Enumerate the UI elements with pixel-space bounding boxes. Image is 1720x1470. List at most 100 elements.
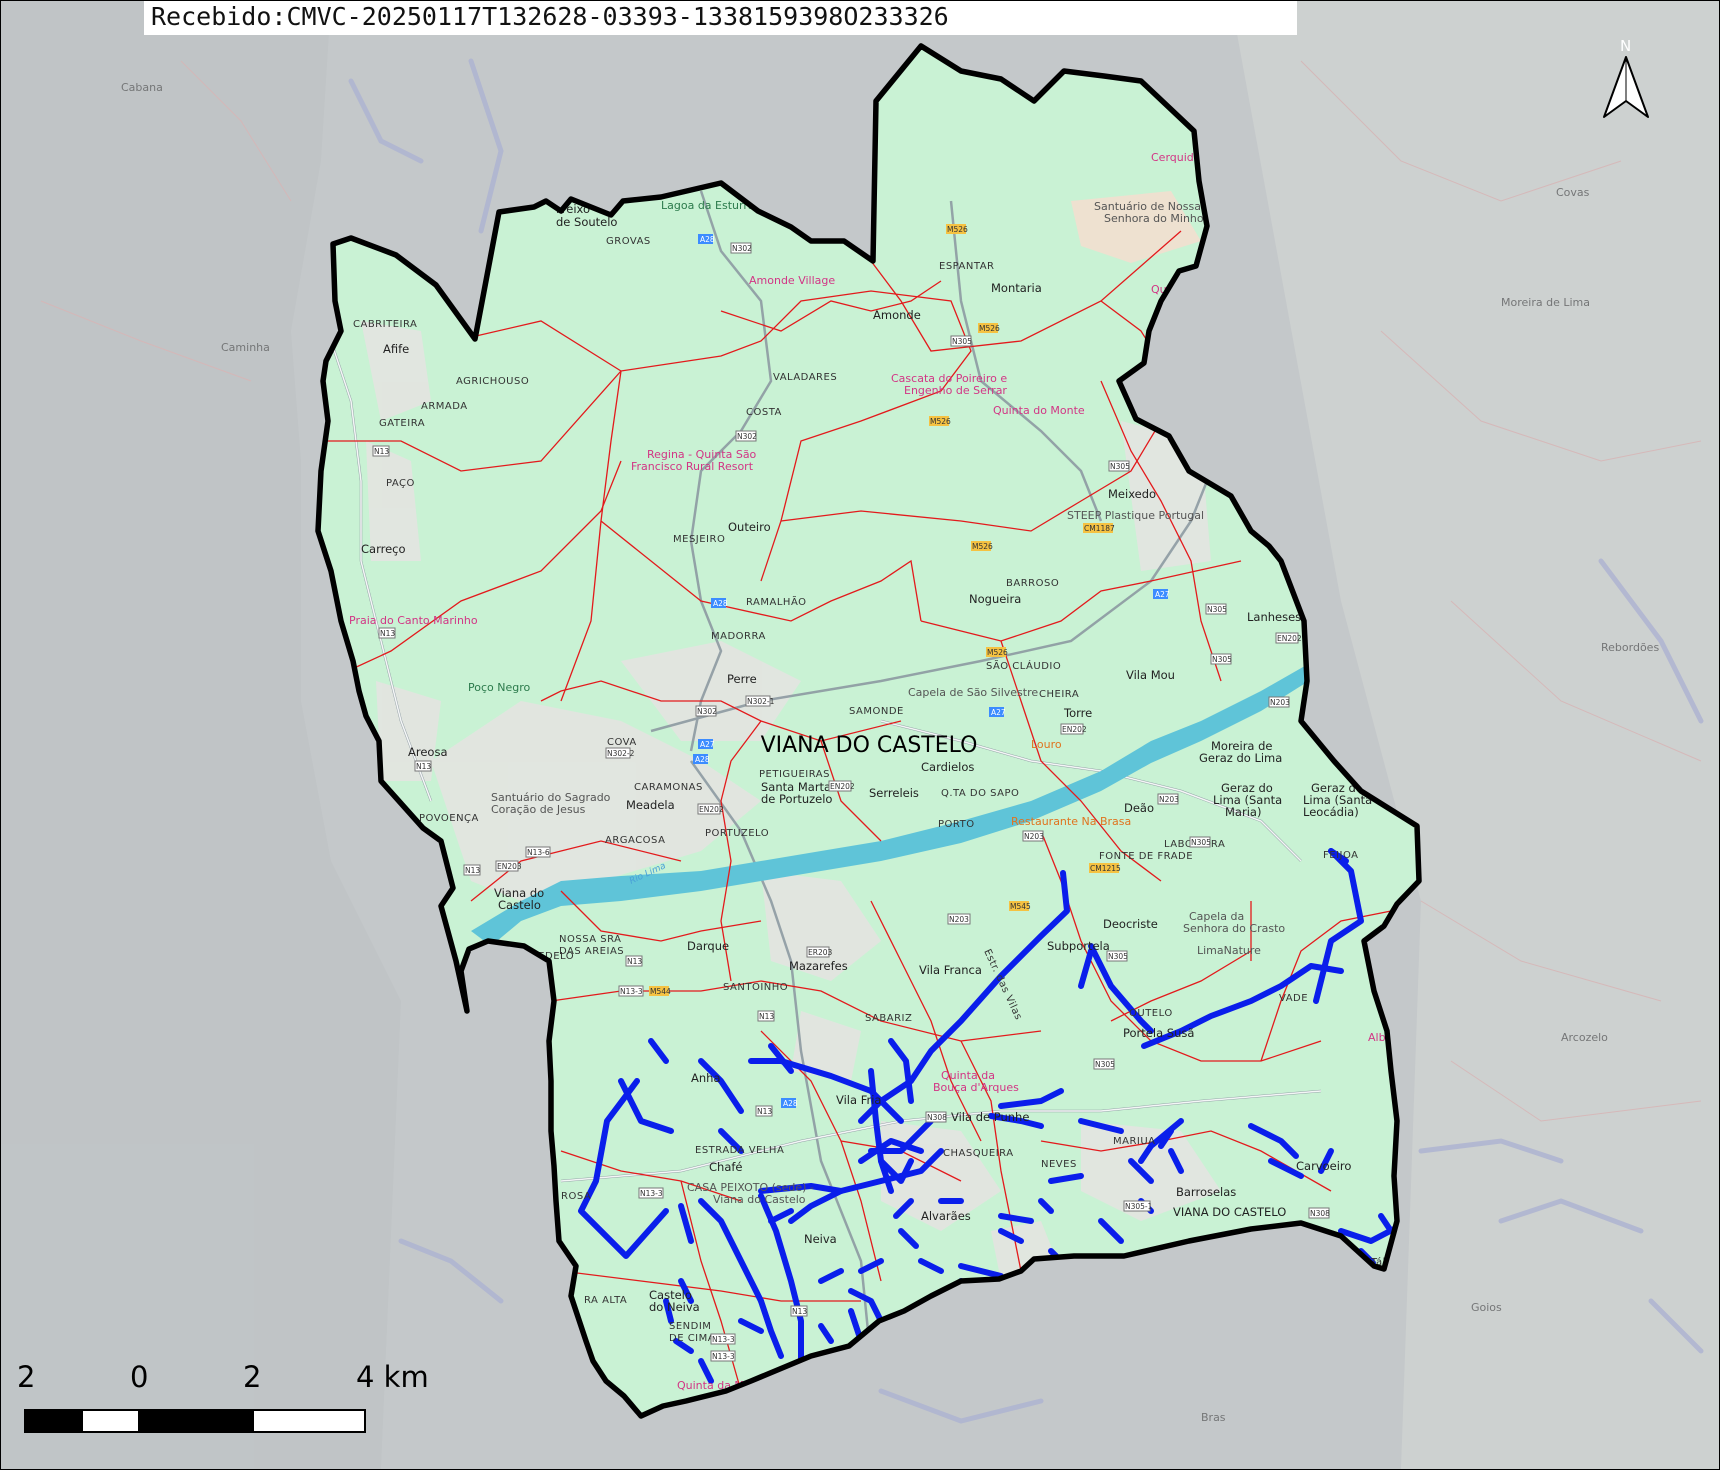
svg-text:DE CIMA: DE CIMA (669, 1333, 715, 1344)
svg-text:Bras: Bras (1201, 1411, 1226, 1424)
svg-text:Geraz do: Geraz do (1311, 781, 1363, 795)
svg-text:N13: N13 (416, 762, 431, 771)
svg-text:N13: N13 (627, 957, 642, 966)
map-labels: Freixo de Soutelo Lagoa da Esturranha GR… (349, 151, 1402, 1392)
svg-text:Rebordões: Rebordões (1601, 641, 1659, 654)
svg-text:Restaurante Na Brasa: Restaurante Na Brasa (1011, 815, 1131, 828)
svg-text:SANTOINHO: SANTOINHO (723, 982, 788, 993)
svg-text:Santa Marta: Santa Marta (761, 780, 831, 794)
svg-text:ESPANTAR: ESPANTAR (939, 261, 995, 272)
svg-text:ER203: ER203 (808, 948, 832, 957)
svg-text:AGRICHOUSO: AGRICHOUSO (456, 376, 529, 387)
svg-text:N13: N13 (792, 1307, 807, 1316)
scale-bar: 2 0 2 4 km (17, 1360, 429, 1433)
svg-text:N13-3: N13-3 (712, 1335, 735, 1344)
svg-text:Neiva: Neiva (804, 1232, 837, 1246)
svg-text:EN202: EN202 (699, 805, 724, 814)
svg-text:Alber: Alber (1368, 1031, 1397, 1044)
svg-text:Cardielos: Cardielos (921, 760, 974, 774)
svg-text:N302: N302 (697, 707, 717, 716)
svg-text:Viana do: Viana do (494, 886, 544, 900)
svg-text:M526: M526 (987, 648, 1008, 657)
svg-text:RAMALHÃO: RAMALHÃO (746, 595, 806, 608)
svg-text:M544: M544 (650, 987, 671, 996)
svg-text:do Neiva: do Neiva (649, 1300, 700, 1314)
svg-text:COVA: COVA (607, 737, 637, 748)
scale-label-left: 2 (17, 1360, 35, 1394)
svg-text:Deão: Deão (1124, 801, 1154, 815)
svg-text:Lanheses: Lanheses (1247, 610, 1301, 624)
svg-text:GATEIRA: GATEIRA (379, 418, 425, 429)
svg-text:VALADARES: VALADARES (773, 372, 837, 383)
svg-text:Montaria: Montaria (991, 281, 1042, 295)
svg-text:Covas: Covas (1556, 186, 1590, 199)
svg-text:A28: A28 (713, 599, 728, 608)
svg-text:FEIJOA: FEIJOA (1323, 850, 1359, 861)
blue-network[interactable] (578, 848, 1397, 1394)
svg-text:A27: A27 (1155, 590, 1170, 599)
svg-text:Bouça d'Arques: Bouça d'Arques (933, 1081, 1019, 1094)
svg-text:COSTA: COSTA (746, 407, 782, 418)
svg-text:Geraz do: Geraz do (1221, 781, 1273, 795)
svg-text:N305: N305 (1212, 655, 1232, 664)
svg-text:N302-2: N302-2 (607, 749, 635, 758)
svg-text:Vila Fria: Vila Fria (836, 1093, 881, 1107)
svg-text:CARAMONAS: CARAMONAS (634, 782, 703, 793)
svg-text:Portela Susã: Portela Susã (1123, 1026, 1194, 1040)
svg-text:Geraz do Lima: Geraz do Lima (1199, 751, 1282, 765)
svg-text:SABARIZ: SABARIZ (865, 1013, 912, 1024)
svg-text:Arcozelo: Arcozelo (1561, 1031, 1608, 1044)
svg-text:A28: A28 (783, 1099, 798, 1108)
svg-text:N305: N305 (1207, 605, 1227, 614)
svg-text:N13: N13 (757, 1107, 772, 1116)
svg-text:N302: N302 (737, 432, 757, 441)
svg-text:Francisco Rural Resort: Francisco Rural Resort (631, 460, 754, 473)
svg-text:Poço Negro: Poço Negro (468, 681, 531, 694)
svg-text:N302-1: N302-1 (747, 697, 775, 706)
svg-text:Caminha: Caminha (221, 341, 270, 354)
svg-text:Vila Mou: Vila Mou (1126, 668, 1175, 682)
svg-text:Cerquido: Cerquido (1151, 151, 1201, 164)
svg-text:BARROSO: BARROSO (1006, 578, 1059, 589)
svg-text:Torre: Torre (1063, 706, 1092, 720)
parish-boundaries (321, 230, 1392, 1392)
svg-text:N203: N203 (1024, 832, 1044, 841)
svg-text:Quinta do Monte: Quinta do Monte (993, 404, 1085, 417)
svg-text:SAMONDE: SAMONDE (849, 706, 904, 717)
svg-text:Senhora do Crasto: Senhora do Crasto (1183, 922, 1285, 935)
svg-text:N203: N203 (1159, 795, 1179, 804)
svg-text:CASA PEIXOTO (sede) -: CASA PEIXOTO (sede) - (687, 1181, 814, 1194)
svg-text:N13: N13 (374, 447, 389, 456)
svg-text:A28: A28 (700, 235, 715, 244)
svg-text:Cabana: Cabana (121, 81, 163, 94)
svg-text:Barroselas: Barroselas (1176, 1185, 1236, 1199)
svg-text:Vila Franca: Vila Franca (919, 963, 982, 977)
svg-text:OUTELO: OUTELO (1129, 1008, 1173, 1019)
svg-text:CM1187: CM1187 (1084, 524, 1115, 533)
svg-text:N13-3: N13-3 (640, 1189, 663, 1198)
svg-text:EN202: EN202 (830, 782, 855, 791)
svg-text:Amonde: Amonde (873, 308, 921, 322)
svg-text:Lima (Santa: Lima (Santa (1303, 793, 1372, 807)
svg-text:N305: N305 (1095, 1060, 1115, 1069)
svg-text:Praia do Canto Marinho: Praia do Canto Marinho (349, 614, 478, 627)
svg-text:N203: N203 (949, 915, 969, 924)
svg-text:Vila de Punhe: Vila de Punhe (951, 1110, 1029, 1124)
svg-text:de Portuzelo: de Portuzelo (761, 792, 832, 806)
svg-text:POVOENÇA: POVOENÇA (419, 813, 479, 824)
svg-text:Engenho de Serrar: Engenho de Serrar (904, 384, 1007, 397)
svg-text:PORTUZELO: PORTUZELO (705, 828, 769, 839)
svg-text:Castelo: Castelo (649, 1288, 692, 1302)
scale-label-two: 2 (243, 1360, 261, 1394)
svg-text:CABRITEIRA: CABRITEIRA (353, 319, 417, 330)
svg-text:Carvoeiro: Carvoeiro (1296, 1159, 1351, 1173)
svg-text:DAS AREIAS: DAS AREIAS (559, 946, 624, 957)
svg-text:Regina - Quinta São: Regina - Quinta São (647, 448, 757, 461)
svg-text:N305: N305 (1108, 952, 1128, 961)
svg-text:ARMADA: ARMADA (421, 401, 468, 412)
svg-text:A28: A28 (695, 755, 710, 764)
svg-text:M526: M526 (947, 225, 968, 234)
svg-text:Capela da: Capela da (1189, 910, 1244, 923)
